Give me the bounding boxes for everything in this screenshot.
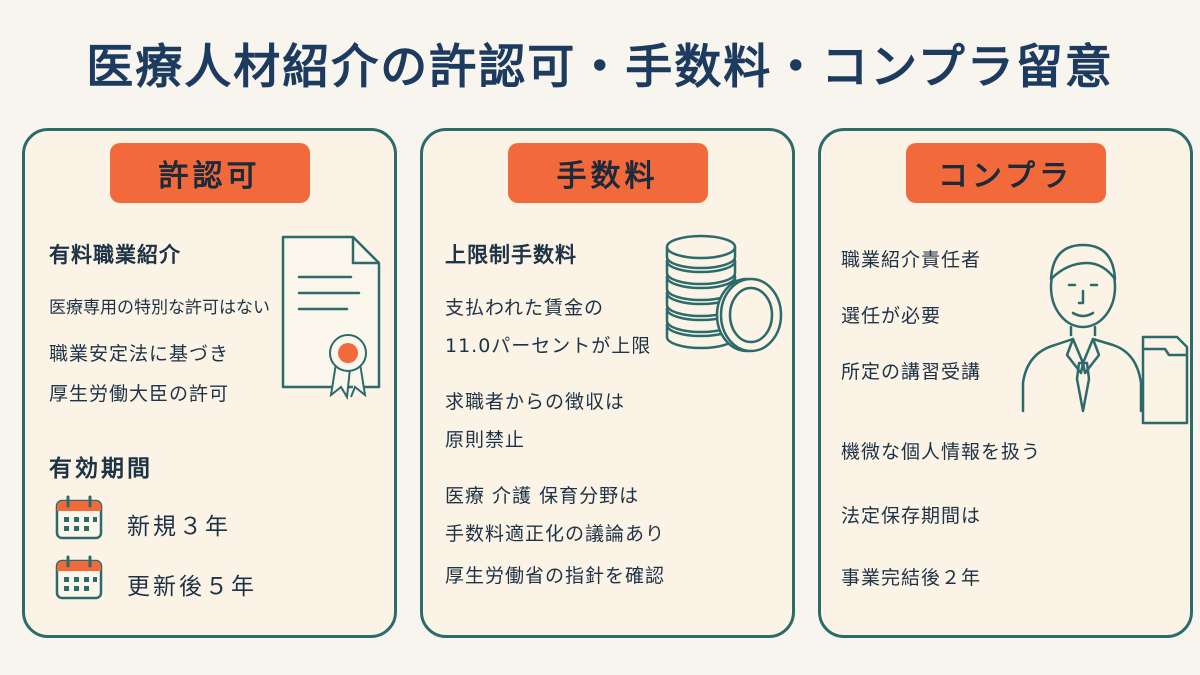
card-header-licensing: 許認可 — [109, 143, 310, 203]
card-line: 所定の講習受講 — [841, 361, 982, 383]
card-line: 厚生労働大臣の許可 — [49, 383, 230, 405]
certificate-icon — [281, 235, 381, 401]
card-fees: 手数料 上限制手数料 支払われた賃金の 11.0パーセントが上限 求職者からの徴… — [420, 128, 795, 638]
document-folder-icon — [1141, 335, 1189, 425]
card-line: 選任が必要 — [841, 305, 942, 327]
card-line: 求職者からの徴収は — [445, 391, 626, 413]
card-line: 職業安定法に基づき — [49, 343, 230, 365]
card-licensing: 許認可 有料職業紹介 医療専用の特別な許可はない 職業安定法に基づき 厚生労働大… — [22, 128, 397, 638]
card-compliance: コンプラ 職業紹介責任者 選任が必要 所定の講習受講 機微な個人情報を扱う 法定… — [818, 128, 1193, 638]
card-line: 上限制手数料 — [445, 243, 577, 267]
card-line: 職業紹介責任者 — [841, 249, 982, 271]
period-label: 有効期間 — [49, 456, 153, 482]
card-line: 支払われた賃金の — [445, 297, 605, 319]
card-line: 11.0パーセントが上限 — [445, 335, 652, 357]
card-line: 医療 介護 保育分野は — [445, 485, 640, 507]
card-line: 機微な個人情報を扱う — [841, 441, 1042, 463]
card-line: 有料職業紹介 — [49, 243, 181, 267]
coins-icon — [665, 234, 783, 353]
card-line: 原則禁止 — [445, 429, 526, 451]
card-line: 事業完結後２年 — [841, 567, 982, 589]
calendar-icon — [55, 555, 103, 600]
card-line: 手数料適正化の議論あり — [445, 523, 666, 545]
page-title: 医療人材紹介の許認可・手数料・コンプラ留意 — [86, 40, 1114, 95]
period-new: 新規３年 — [127, 514, 231, 540]
card-line: 厚生労働省の指針を確認 — [445, 565, 666, 587]
card-header-fees: 手数料 — [507, 143, 708, 203]
card-line: 医療専用の特別な許可はない — [49, 298, 270, 318]
period-renewal: 更新後５年 — [127, 574, 257, 600]
businessperson-icon — [1021, 243, 1143, 413]
card-header-compliance: コンプラ — [905, 143, 1106, 203]
card-line: 法定保存期間は — [841, 505, 982, 527]
calendar-icon — [55, 495, 103, 540]
